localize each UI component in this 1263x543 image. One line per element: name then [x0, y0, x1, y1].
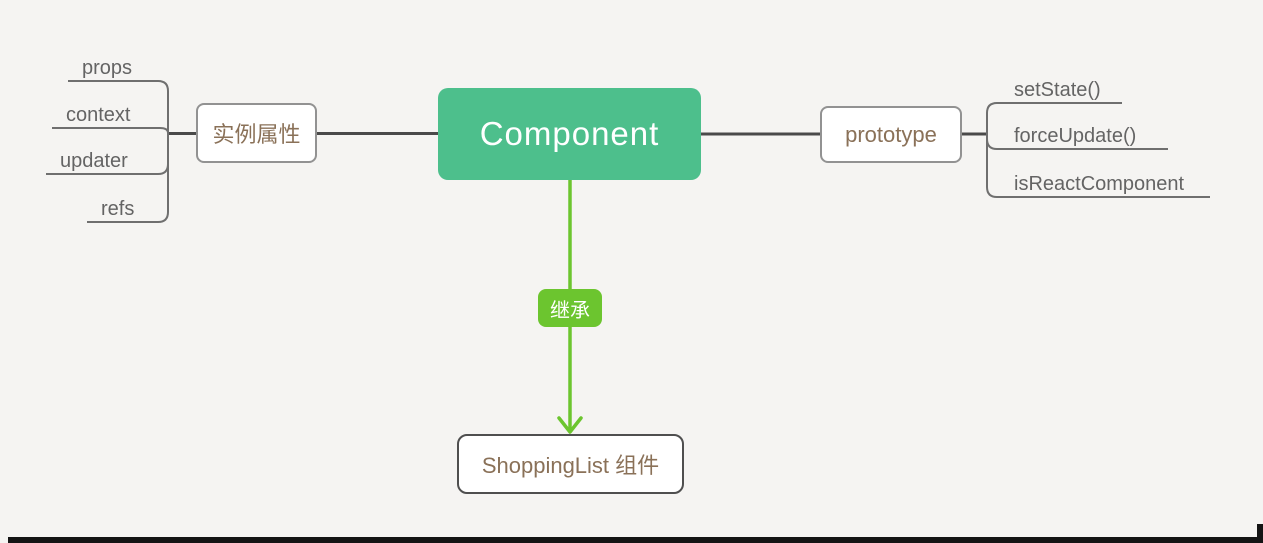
leaf-context[interactable]: context [66, 104, 131, 126]
edge-isreactcomponent [986, 134, 1210, 198]
node-shoppinglist[interactable]: ShoppingList 组件 [457, 434, 684, 494]
node-shoppinglist-label: ShoppingList 组件 [481, 453, 660, 478]
node-prototype-label: prototype [845, 121, 937, 147]
leaf-updater[interactable]: updater [60, 150, 128, 172]
node-component-label: Component [479, 115, 660, 152]
leaf-forceupdate[interactable]: forceUpdate() [1014, 125, 1137, 147]
edge-props [68, 80, 169, 133]
edge-refs [87, 133, 169, 223]
leaf-props[interactable]: props [82, 57, 133, 79]
leaf-isreactcomponent[interactable]: isReactComponent [1014, 173, 1185, 195]
edge-context [52, 127, 169, 134]
window-corner-edge [1257, 524, 1263, 543]
leaf-refs[interactable]: refs [101, 198, 135, 220]
node-prototype[interactable]: prototype [820, 106, 962, 163]
leaf-setstate[interactable]: setState() [1014, 79, 1101, 101]
node-component[interactable]: Component [438, 88, 701, 180]
edge-setstate [986, 102, 1122, 134]
down-arrowhead-icon [557, 416, 583, 434]
edge-label-inherit[interactable]: 继承 [538, 289, 602, 327]
node-instance-properties-label: 实例属性 [212, 122, 301, 147]
node-instance-properties[interactable]: 实例属性 [196, 103, 317, 163]
edge-label-inherit-text: 继承 [550, 299, 590, 322]
window-bottom-edge [8, 537, 1263, 543]
